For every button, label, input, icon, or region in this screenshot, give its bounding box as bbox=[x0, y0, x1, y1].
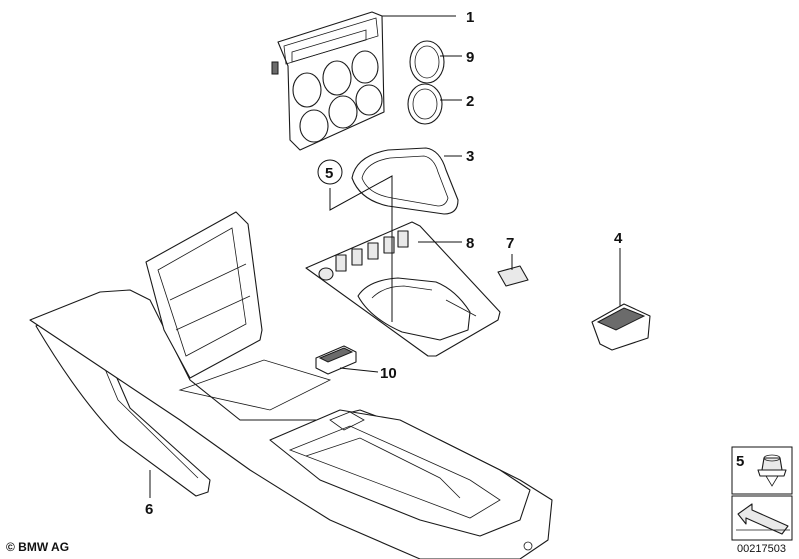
part-4-storage-tray[interactable] bbox=[591, 303, 651, 351]
callout-6: 6 bbox=[145, 501, 153, 518]
callout-5-circle bbox=[317, 159, 343, 185]
callout-3: 3 bbox=[466, 148, 474, 165]
part-2-trim-ring[interactable] bbox=[407, 83, 443, 125]
callout-7: 7 bbox=[506, 235, 514, 252]
legend-arrow bbox=[731, 495, 793, 541]
legend-part-5: 5 bbox=[731, 446, 793, 495]
callout-8: 8 bbox=[466, 235, 474, 252]
arrow-icon bbox=[736, 503, 790, 535]
callout-2: 2 bbox=[466, 93, 474, 110]
callout-1: 1 bbox=[466, 9, 474, 26]
part-7-clip[interactable] bbox=[497, 265, 529, 287]
part-3-shift-surround[interactable] bbox=[351, 147, 459, 215]
part-8-console-trim[interactable] bbox=[305, 221, 501, 357]
center-console-body bbox=[29, 211, 553, 559]
clip-icon bbox=[757, 454, 787, 487]
callout-4: 4 bbox=[614, 230, 623, 247]
callout-9: 9 bbox=[466, 49, 474, 66]
legend-callout-5: 5 bbox=[736, 453, 744, 470]
callout-labels: 1 9 2 3 8 7 4 10 6 5 bbox=[145, 9, 623, 518]
leader-lines bbox=[149, 15, 621, 498]
copyright-text: © BMW AG bbox=[6, 540, 70, 554]
drawing-number: 00217503 bbox=[737, 543, 786, 555]
part-1-gauge-panel[interactable] bbox=[271, 11, 385, 151]
part-10-small-tray[interactable] bbox=[315, 345, 357, 375]
callout-10: 10 bbox=[380, 365, 397, 382]
callout-5: 5 bbox=[325, 165, 333, 182]
part-9-trim-ring[interactable] bbox=[409, 40, 445, 84]
